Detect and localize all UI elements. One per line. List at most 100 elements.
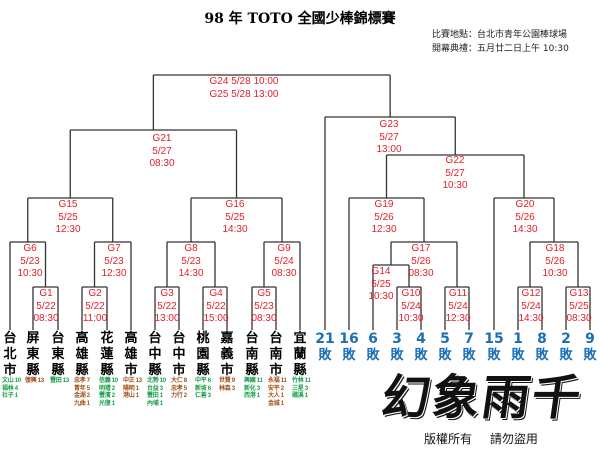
game-label-line: 10:30 <box>442 180 468 191</box>
loser-label: 敗 <box>559 348 573 363</box>
school-entry: 中正 13 <box>123 378 142 384</box>
game-label-line: G11 <box>448 288 468 299</box>
school-entry: 金湖 2 <box>74 393 90 400</box>
school-entry: 忠孝 7 <box>74 378 90 384</box>
school-entry: 信義 10 <box>99 378 118 384</box>
game-label-line: 14:30 <box>222 224 248 235</box>
school-entry: 金城 1 <box>268 400 284 407</box>
game-label-line: 5/22 <box>36 300 56 312</box>
loser-label: 敗 <box>462 348 476 363</box>
copyright-text: 版權所有 請勿盜用 <box>424 432 538 446</box>
school-entry: 福林 4 <box>2 385 18 392</box>
game-label-line: 14:30 <box>178 268 204 279</box>
loser-game-number: 21 <box>315 331 335 347</box>
game-label-line: G12 <box>521 288 541 299</box>
loser-label: 敗 <box>390 348 404 363</box>
game-label-line: 5/25 <box>225 211 245 223</box>
loser-label: 敗 <box>583 348 597 363</box>
school-entry: 新化 3 <box>244 385 260 392</box>
team-name: 台中市 <box>172 331 186 378</box>
school-entry: 仁善 3 <box>195 393 211 400</box>
game-label-line: G6 <box>23 243 37 254</box>
school-entry: 青年 5 <box>74 385 90 392</box>
team-name: 花蓮縣 <box>100 331 114 378</box>
game-label-line: 5/23 <box>20 255 40 267</box>
loser-label: 敗 <box>438 348 452 363</box>
game-label-line: G22 <box>445 155 465 166</box>
game-label-line: G20 <box>515 199 535 210</box>
game-label-line: 5/22 <box>85 300 105 312</box>
game-label-line: G9 <box>277 243 291 254</box>
school-entry: 大人 1 <box>268 393 284 400</box>
team-name: 台南市 <box>269 331 283 378</box>
game-label-line: G1 <box>39 288 53 299</box>
team-name: 高雄市 <box>124 331 138 378</box>
page-title: 98 年 TOTO 全國少棒錦標賽 <box>204 11 396 27</box>
game-label-line: 08:30 <box>566 313 592 324</box>
loser-game-number: 7 <box>464 331 474 347</box>
game-label-line: 5/22 <box>157 300 177 312</box>
game-label-line: G10 <box>401 288 421 299</box>
school-entry: 中平 6 <box>195 378 211 384</box>
game-label-line: 12:30 <box>101 268 127 279</box>
game-label-line: G17 <box>411 243 431 254</box>
school-entry: 陽明 1 <box>123 385 139 392</box>
team-name: 宜蘭縣 <box>293 331 307 378</box>
loser-label: 敗 <box>535 348 549 363</box>
school-entry: 光復 1 <box>99 400 115 407</box>
school-entry: 三星 3 <box>292 385 308 392</box>
game-label-line: 08:30 <box>271 268 297 279</box>
team-name: 台東縣 <box>51 331 65 378</box>
game-label-line: G2 <box>88 288 102 299</box>
game-label-line: 15:00 <box>203 313 229 324</box>
school-entry: 力行 2 <box>171 393 187 400</box>
game-label-line: G14 <box>371 266 391 277</box>
game-label-line: 5/27 <box>152 145 172 157</box>
school-entry: 興國 11 <box>244 378 263 384</box>
game-label-line: 08:30 <box>149 158 175 169</box>
school-entry: 豐田 13 <box>50 378 69 384</box>
school-entry: 豐濱 2 <box>99 393 115 400</box>
school-entry: 安平 2 <box>268 385 284 392</box>
school-entry: 復興 13 <box>25 378 44 384</box>
loser-game-number: 8 <box>537 331 547 347</box>
game-label-line: G16 <box>225 199 245 210</box>
game-label-line: 13:00 <box>154 313 180 324</box>
game-label-line: 12:30 <box>55 224 81 235</box>
loser-game-number: 1 <box>513 331 523 347</box>
game-label-line: 5/27 <box>379 131 399 143</box>
game-label-line: 08:30 <box>33 313 59 324</box>
school-entry: 西港 1 <box>244 393 260 400</box>
game-label-line: 10:30 <box>398 313 424 324</box>
venue-info: 比賽地點：台北市青年公園棒球場 <box>432 30 568 40</box>
team-schools: 豐田 13 <box>50 378 69 386</box>
loser-label: 敗 <box>487 348 501 363</box>
game-label-line: 5/26 <box>515 211 535 223</box>
game-label-line: 10:30 <box>542 268 568 279</box>
loser-game-number: 5 <box>440 331 450 347</box>
team-name: 台北市 <box>3 331 17 378</box>
game-label-line: 5/24 <box>448 300 468 312</box>
opening-info: 開幕典禮：五月廿二日上午 10:30 <box>432 44 569 54</box>
game-label-line: 5/25 <box>371 278 391 290</box>
game-label-line: 08:30 <box>251 313 277 324</box>
school-entry: 台益 3 <box>147 385 163 392</box>
